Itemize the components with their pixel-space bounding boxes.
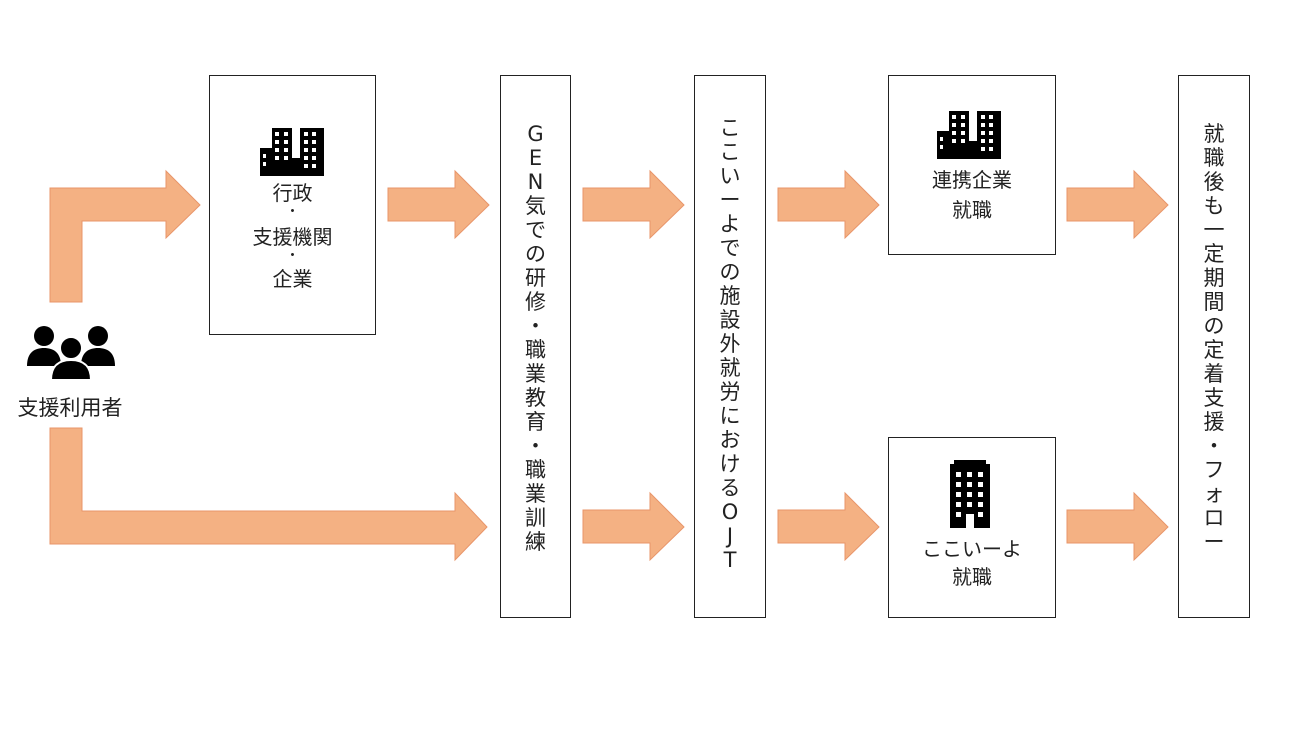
office-buildings-icon [937, 111, 1001, 159]
admin-line2: 支援機関 [252, 225, 333, 249]
partner-line2: 就職 [952, 198, 992, 222]
admin-box [209, 75, 376, 335]
follow-up-text: 就職後 も一定 期間の 定着支 援・フ ォロー [1203, 122, 1225, 554]
kokoiyo-line2: 就職 [952, 565, 992, 589]
follow-up-box [1178, 75, 1250, 618]
kokoiyo-line1: ここいーよ [922, 537, 1022, 561]
arrow-user-to-gen [49, 427, 488, 562]
arrow-gen-to-ojt-top [582, 169, 685, 240]
admin-line3: 企業 [272, 267, 313, 291]
arrow-partner-to-follow [1066, 169, 1169, 240]
admin-dot1: ・ [285, 204, 300, 220]
office-buildings-icon [260, 128, 324, 176]
arrow-gen-to-ojt-bottom [582, 491, 685, 562]
partner-line1: 連携企業 [932, 168, 1012, 192]
arrow-ojt-to-kokoiyo [777, 491, 880, 562]
partner-company-box [888, 75, 1056, 255]
building-icon [950, 460, 990, 528]
admin-line1: 行政 [272, 181, 313, 205]
group-icon [27, 326, 115, 380]
arrow-user-to-admin [49, 169, 201, 303]
arrow-admin-to-gen [387, 169, 490, 240]
admin-dot2: ・ [285, 248, 300, 264]
arrow-ojt-to-partner [777, 169, 880, 240]
user-label: 支援利用者 [17, 396, 123, 420]
arrow-kokoiyo-to-follow [1066, 491, 1169, 562]
gen-training-box [500, 75, 571, 618]
ojt-box [694, 75, 766, 618]
